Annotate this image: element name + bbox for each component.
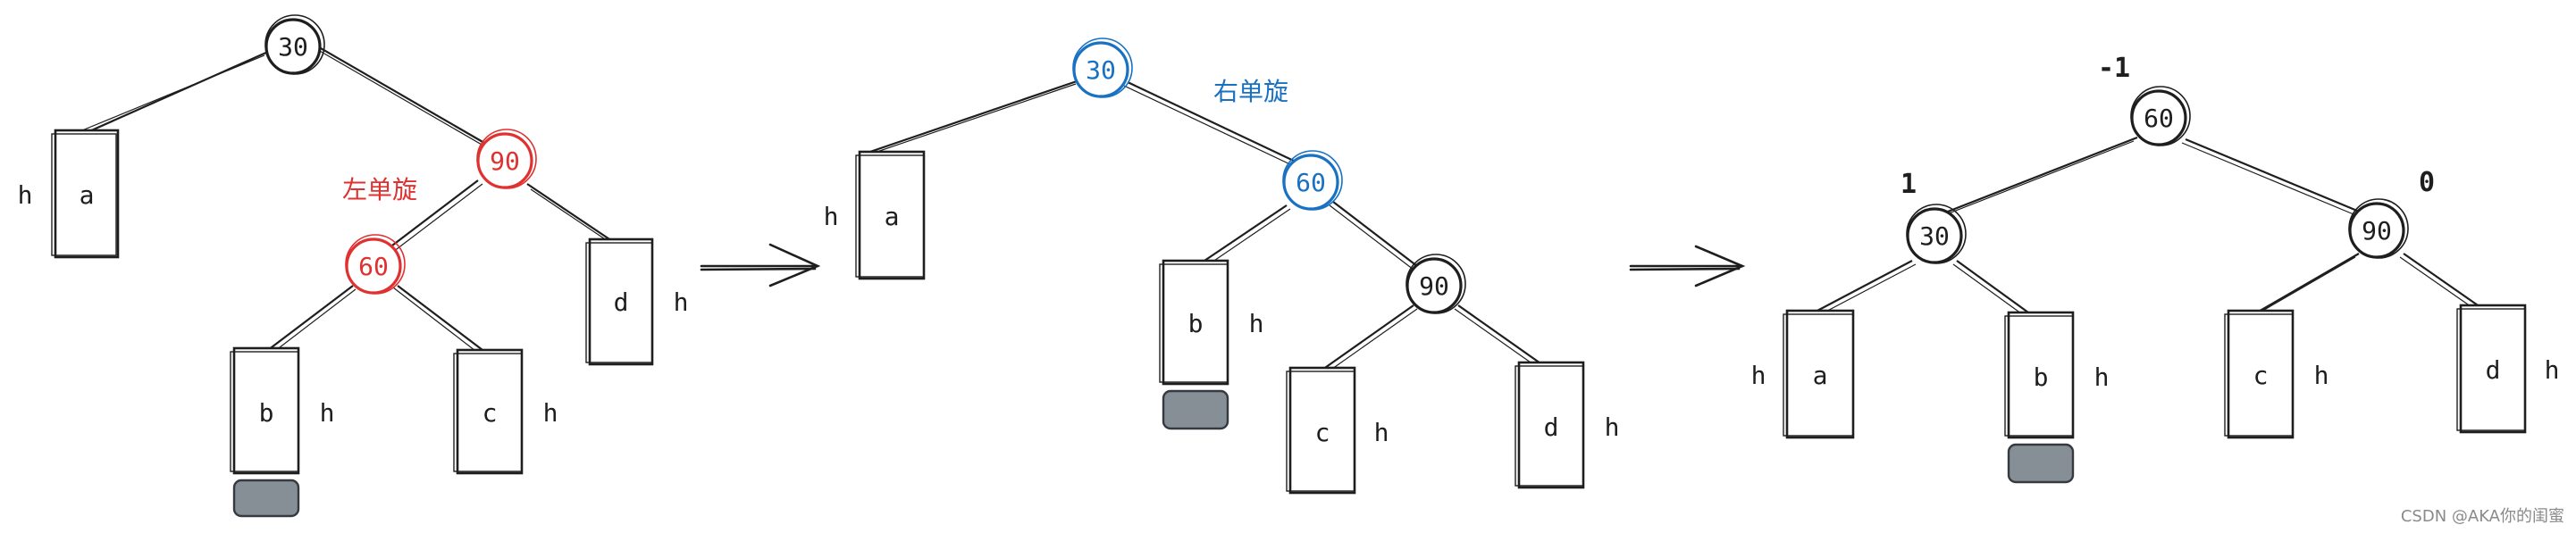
d3-subtree-a-label: a [1813, 361, 1828, 390]
d2-subtree-a: a [855, 150, 926, 280]
d2-rotation-label: 右单旋 [1213, 77, 1288, 106]
d1-node-60: 60 [345, 234, 406, 295]
d3-node-90-label: 90 [2362, 216, 2392, 246]
d3-inserted-node-block [2007, 443, 2075, 484]
d1-subtree-d: d [585, 237, 654, 366]
d3-node-60: 60 [2130, 86, 2191, 146]
d3-node-90: 90 [2348, 198, 2409, 259]
diagram-2: 30 右单旋 60 90 a h b h [824, 37, 1620, 495]
d1-subtree-c: c [453, 348, 524, 475]
d3-subtree-b: b [2004, 311, 2075, 439]
d2-subtree-d-label: d [1544, 412, 1559, 442]
d1-subtree-c-label: c [482, 398, 498, 428]
d3-height-c: h [2314, 361, 2329, 390]
d1-node-90-label: 90 [490, 146, 520, 176]
d1-subtree-a: a [51, 129, 120, 259]
d2-node-90-label: 90 [1419, 271, 1449, 301]
d3-height-a: h [1751, 361, 1766, 390]
d2-node-90: 90 [1405, 254, 1466, 314]
d3-subtree-d-label: d [2486, 355, 2501, 385]
watermark: CSDN @AKA你的闺蜜 [2401, 507, 2564, 526]
d3-subtree-a: a [1783, 309, 1855, 439]
arrow-2 [1629, 245, 1746, 287]
d2-node-30: 30 [1072, 37, 1133, 98]
d3-balance-90: 0 [2419, 167, 2435, 198]
d1-node-30: 30 [264, 14, 325, 75]
d2-height-c: h [1374, 418, 1389, 447]
d3-subtree-c: c [2224, 309, 2295, 439]
d2-subtree-d: d [1515, 361, 1585, 489]
d3-height-d: h [2545, 355, 2560, 385]
d1-height-c: h [543, 398, 558, 428]
d2-subtree-b: b [1159, 259, 1229, 386]
d2-node-30-label: 30 [1086, 55, 1116, 85]
d2-height-b: h [1249, 309, 1264, 338]
d2-subtree-c-label: c [1315, 418, 1330, 447]
d1-height-b: h [320, 398, 335, 428]
d3-node-30-label: 30 [1919, 221, 1950, 251]
d1-subtree-d-label: d [614, 287, 629, 317]
d1-node-60-label: 60 [358, 252, 389, 281]
d1-node-30-label: 30 [278, 32, 308, 62]
d3-node-60-label: 60 [2144, 104, 2174, 133]
d2-height-a: h [824, 202, 839, 231]
d2-node-60: 60 [1282, 150, 1343, 211]
d1-height-a: h [18, 180, 33, 210]
d3-height-b: h [2094, 362, 2110, 392]
d3-subtree-b-label: b [2034, 362, 2049, 392]
arrow-1 [700, 243, 821, 287]
d3-balance-30: 1 [1901, 169, 1917, 200]
d3-subtree-c-label: c [2253, 361, 2269, 390]
d1-subtree-a-label: a [80, 180, 95, 210]
d3-node-30: 30 [1906, 204, 1967, 264]
d2-node-60-label: 60 [1296, 168, 1326, 197]
d1-height-d: h [674, 287, 689, 317]
diagram-1: 30 90 60 左单旋 a h d h [18, 14, 689, 518]
d1-subtree-b-label: b [259, 398, 274, 428]
d2-height-d: h [1605, 412, 1620, 442]
d1-inserted-node-block [232, 479, 300, 518]
d2-inserted-node-block [1162, 389, 1229, 430]
d2-subtree-c: c [1286, 366, 1356, 495]
d2-subtree-b-label: b [1188, 309, 1204, 338]
d1-node-90: 90 [476, 129, 537, 189]
d3-subtree-d: d [2456, 304, 2527, 434]
d1-subtree-b: b [230, 346, 300, 475]
d3-balance-60: -1 [2098, 53, 2130, 84]
d2-subtree-a-label: a [885, 202, 900, 231]
d1-rotation-label: 左单旋 [342, 175, 417, 204]
diagram-3: -1 1 0 60 30 90 a h [1751, 53, 2560, 484]
